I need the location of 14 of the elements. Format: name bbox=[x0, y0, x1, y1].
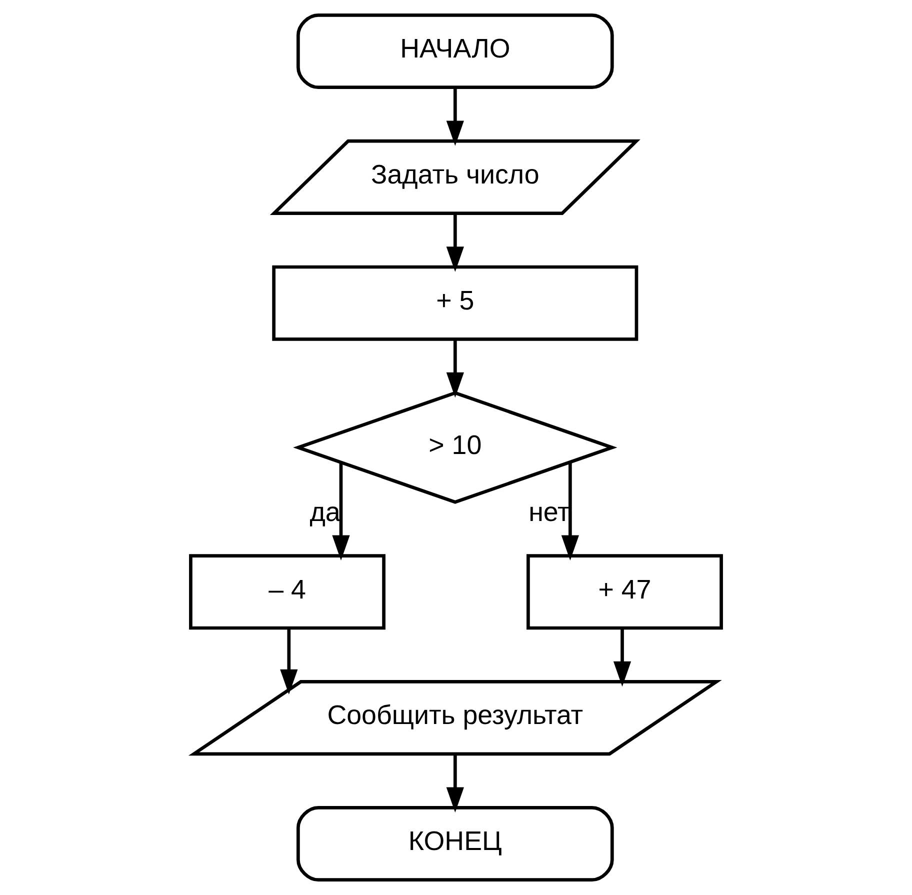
node-box: – 4 bbox=[189, 554, 386, 630]
node-diamond: > 10 bbox=[293, 391, 618, 504]
node-box: НАЧАЛО bbox=[296, 13, 614, 90]
node-box: + 5 bbox=[272, 265, 638, 341]
arrow bbox=[446, 754, 464, 812]
arrow bbox=[446, 214, 464, 272]
arrow bbox=[280, 628, 298, 695]
arrow bbox=[332, 462, 350, 560]
node-box: КОНЕЦ bbox=[296, 806, 614, 882]
arrow bbox=[446, 88, 464, 146]
arrow bbox=[446, 340, 464, 398]
arrow bbox=[561, 462, 579, 560]
arrow bbox=[613, 628, 632, 687]
node-box: + 47 bbox=[526, 554, 723, 630]
